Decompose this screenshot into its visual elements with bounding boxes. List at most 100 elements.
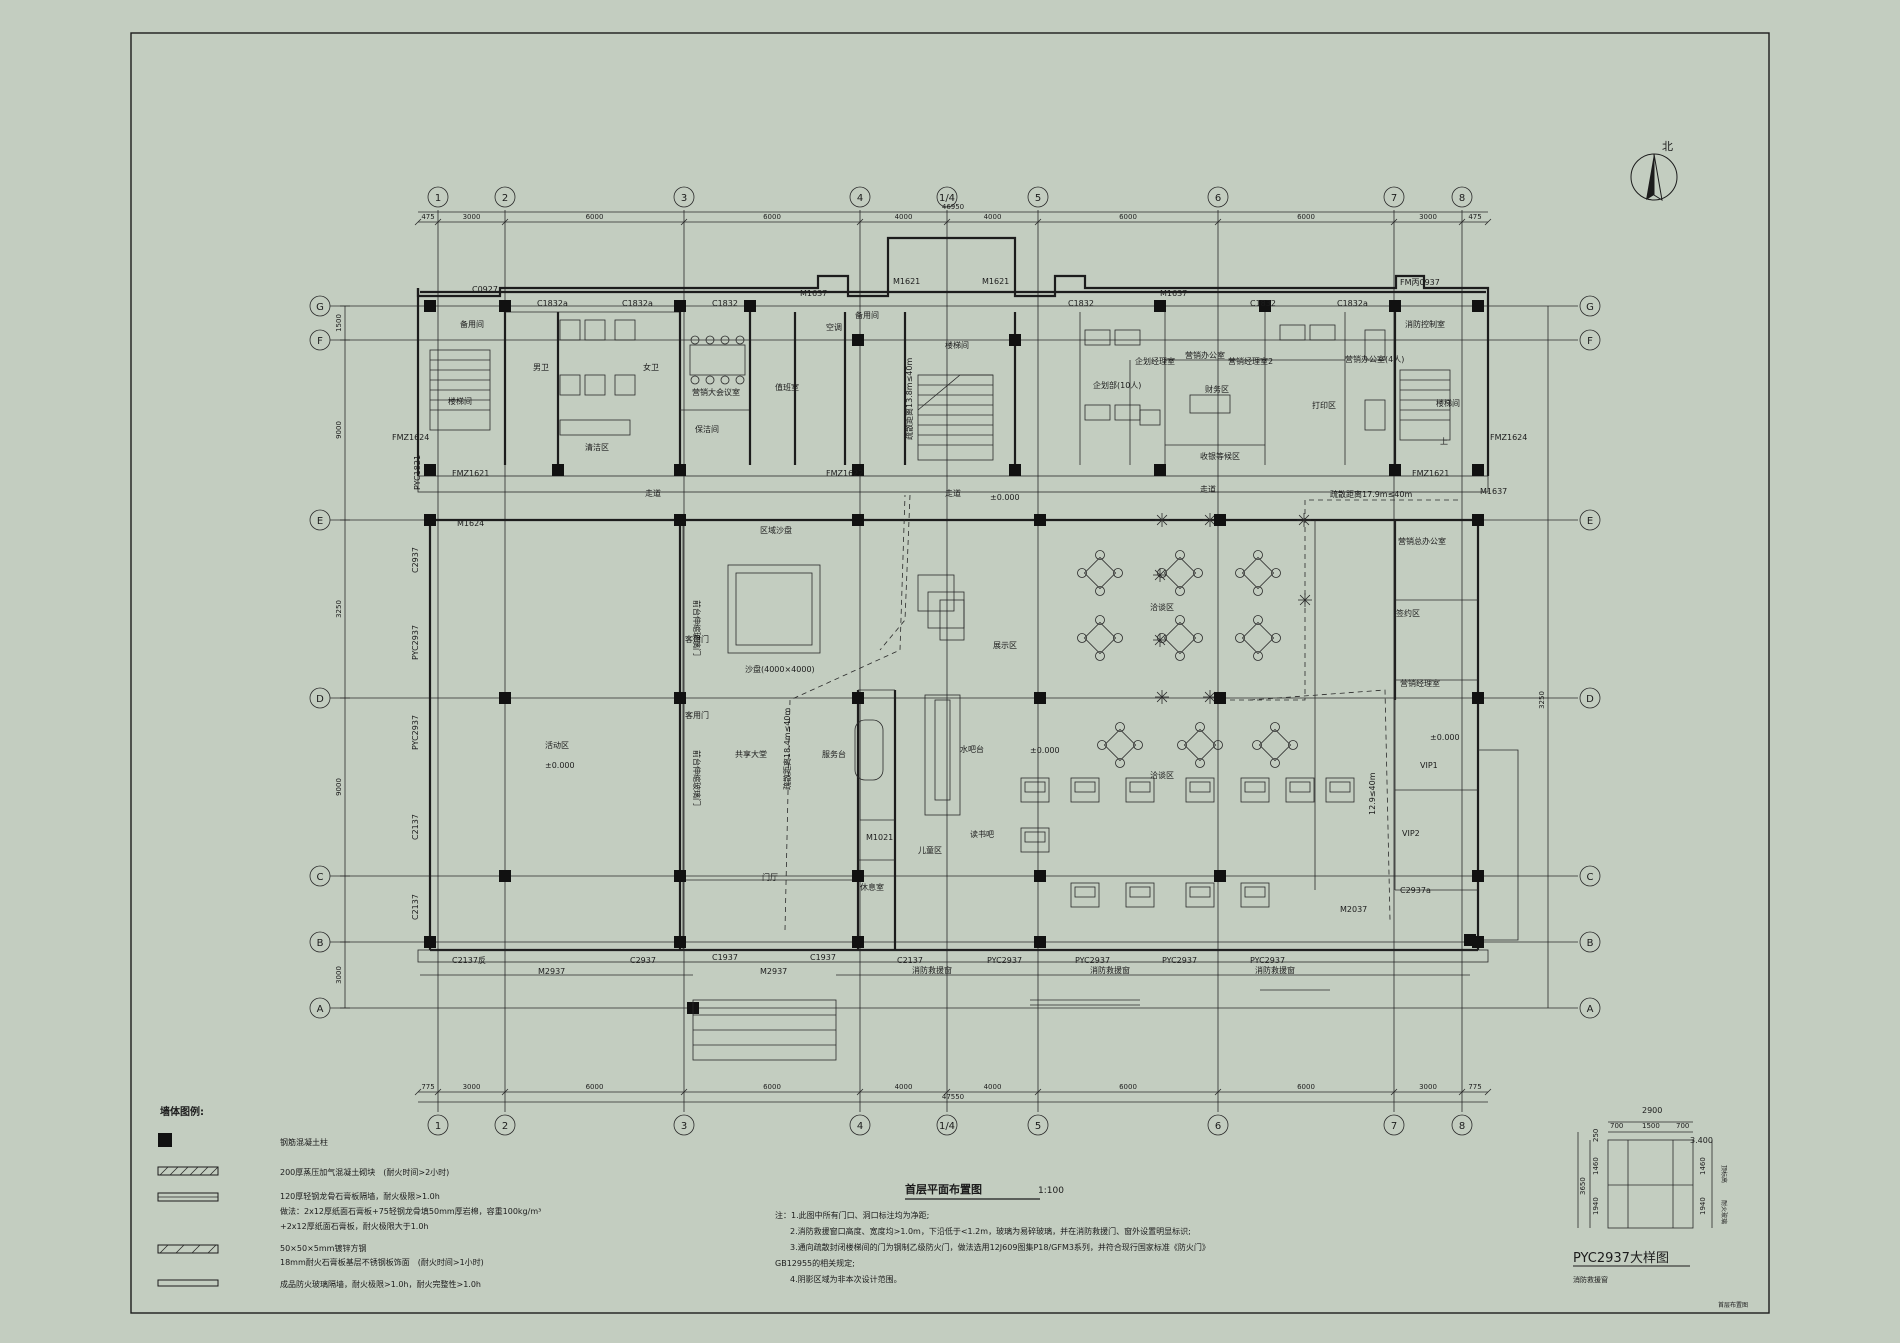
label-sales-mgr2: 营销经理室 xyxy=(1400,678,1440,688)
rc-column xyxy=(499,300,511,312)
plant xyxy=(1298,519,1305,526)
dim-tick xyxy=(680,1088,688,1096)
dim-tick xyxy=(414,218,422,226)
rc-column xyxy=(1009,464,1021,476)
axis-label: 7 xyxy=(1391,193,1397,204)
rc-column xyxy=(674,692,686,704)
sofa-seat xyxy=(1024,781,1046,793)
chair xyxy=(1177,740,1187,750)
dim-tick xyxy=(943,1088,951,1096)
sliding-door-b: 前台伸缩玻璃门 xyxy=(692,750,702,806)
legend-title: 墙体图例: xyxy=(160,1105,204,1118)
table-square xyxy=(1083,556,1117,590)
axis-label: F xyxy=(317,336,323,347)
legend-swatch-steel xyxy=(157,1244,219,1254)
rc-column xyxy=(674,936,686,948)
chair xyxy=(1175,550,1185,560)
dim-value: 6000 xyxy=(1297,1083,1315,1091)
sand-table-inner xyxy=(735,572,813,646)
door-tag: PYC2937 xyxy=(1162,956,1197,965)
door-tag: M1637 xyxy=(1160,289,1187,298)
plant xyxy=(1304,594,1311,601)
axis-bubble xyxy=(1207,1114,1229,1136)
chair xyxy=(1193,568,1203,578)
axis-label: C xyxy=(1587,872,1594,883)
label-hvac: 空调 xyxy=(826,322,842,332)
fire-window-3: 消防救援窗 xyxy=(1255,965,1295,975)
office-desks xyxy=(1084,324,1386,431)
rc-column xyxy=(852,464,864,476)
legend-item: 做法：2x12厚纸面石膏板+75轻钢龙骨填50mm厚岩棉，容重100kg/m³ xyxy=(280,1206,541,1216)
chair xyxy=(1271,568,1281,578)
chair xyxy=(1095,651,1105,661)
dim-tick xyxy=(1390,1088,1398,1096)
rc-column xyxy=(744,300,756,312)
table-square xyxy=(1241,556,1275,590)
drawing-title: 首层平面布置图 xyxy=(905,1182,982,1196)
axis-label: 8 xyxy=(1459,1121,1465,1132)
plant xyxy=(1156,691,1163,698)
dim-value: 775 xyxy=(421,1083,434,1091)
axis-bubble xyxy=(427,186,449,208)
door-tag: M1637 xyxy=(1480,487,1507,496)
evac-path-1 xyxy=(784,494,906,931)
chair xyxy=(1115,758,1125,768)
axis-bubble xyxy=(1579,329,1601,351)
axis-label: E xyxy=(1587,516,1593,527)
sofa xyxy=(1325,777,1355,803)
dim-value: 3000 xyxy=(335,966,343,984)
rc-column xyxy=(499,870,511,882)
label-model: 沙盘(4000×4000) xyxy=(745,664,815,674)
door-tag: M1637 xyxy=(800,289,827,298)
door-tag: M2937 xyxy=(760,967,787,976)
structural-columns xyxy=(424,300,1484,1014)
legend-item: +2x12厚纸面石膏板，耐火极限大于1.0h xyxy=(280,1221,429,1231)
rc-column xyxy=(1214,514,1226,526)
label-bar: 水吧台 xyxy=(960,744,984,754)
evac-path-3 xyxy=(1230,499,1460,701)
stair-mid xyxy=(917,374,994,461)
dim-tick xyxy=(1458,218,1466,226)
plant xyxy=(1154,639,1161,646)
label-print: 打印区 xyxy=(1312,400,1336,410)
dim-tick xyxy=(1214,1088,1222,1096)
label-stair-right: 楼梯间 xyxy=(1436,398,1460,408)
door-tag: M1624 xyxy=(457,519,484,528)
dim-tick xyxy=(414,1088,422,1096)
chair xyxy=(1253,586,1263,596)
plant xyxy=(1159,569,1166,576)
note-line: GB12955的相关规定; xyxy=(775,1258,855,1268)
door-tag: FM丙0937 xyxy=(1400,278,1440,287)
legend-item: 200厚蒸压加气混凝土砌块 (耐火时间>2小时) xyxy=(280,1167,449,1177)
axis-bubble xyxy=(1579,865,1601,887)
plant xyxy=(1161,691,1168,698)
rc-column xyxy=(424,464,436,476)
note-line: 3.通向疏散封闭楼梯间的门为钢制乙级防火门，做法选用12J609图集P18/GF… xyxy=(790,1242,1210,1252)
axis-bubble xyxy=(309,931,331,953)
rc-column xyxy=(424,936,436,948)
label-mezz: 上 xyxy=(1440,437,1448,446)
axis-label: 1/4 xyxy=(939,193,955,204)
rc-column xyxy=(674,464,686,476)
dim-tick xyxy=(1390,218,1398,226)
table-square xyxy=(1241,621,1275,655)
axis-label: E xyxy=(317,516,323,527)
door-tag: M1621 xyxy=(982,277,1009,286)
rc-column xyxy=(424,514,436,526)
axis-bubble xyxy=(309,509,331,531)
sofa xyxy=(1285,777,1315,803)
rc-column xyxy=(852,936,864,948)
label-mkt-office: 营销办公室 xyxy=(1185,350,1225,360)
rc-column xyxy=(1214,870,1226,882)
rc-column xyxy=(1034,692,1046,704)
door-tag: C1937 xyxy=(712,953,738,962)
axis-bubble xyxy=(309,997,331,1019)
door-tag: C2137 xyxy=(411,894,420,920)
north-arrow: 北 xyxy=(1630,140,1678,202)
axis-bubble xyxy=(1579,295,1601,317)
axis-bubble xyxy=(309,329,331,351)
door-tag: PYC2937 xyxy=(1075,956,1110,965)
note-line: 2.消防救援窗口高度、宽度均>1.0m，下沿低于<1.2m，玻璃为易碎玻璃，并在… xyxy=(790,1226,1191,1236)
axis-label: 2 xyxy=(502,1121,508,1132)
axis-bubble xyxy=(427,1114,449,1136)
